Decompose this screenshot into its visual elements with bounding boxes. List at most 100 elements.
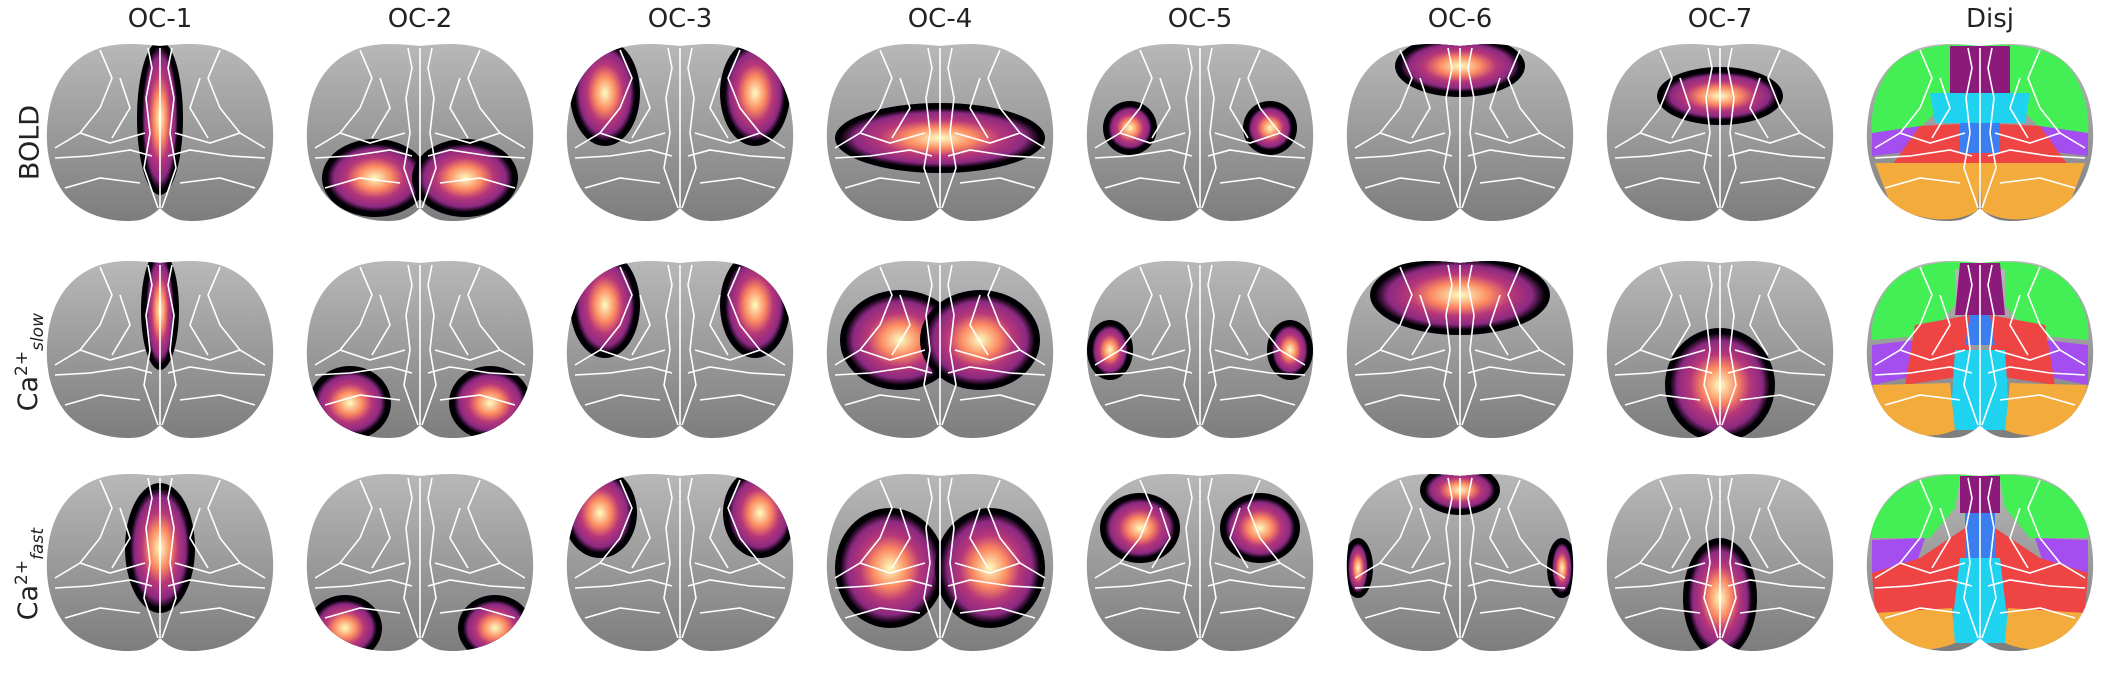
panel-bold-oc-5 <box>1080 38 1320 228</box>
brain-map-ca-fast-oc-2 <box>306 474 534 652</box>
area-borders <box>574 47 786 209</box>
panel-bold-oc-1 <box>40 38 280 228</box>
parcel-region <box>2005 608 2085 650</box>
parcel-region <box>1980 474 2089 538</box>
area-borders <box>1874 477 2086 639</box>
panel-ca-slow-oc-1 <box>40 255 280 445</box>
area-borders <box>1354 264 1566 426</box>
area-borders <box>1094 477 1306 639</box>
parcel-region <box>1980 123 2070 168</box>
brain-map-ca-fast-oc-1 <box>46 474 274 652</box>
parcel-region <box>1871 261 1980 340</box>
brain-map-ca-slow-oc-5 <box>1086 261 1314 439</box>
brain-map-bold-disj <box>1866 44 2094 222</box>
panel-bold-oc-2 <box>300 38 540 228</box>
activation-region <box>327 144 423 212</box>
area-borders <box>1614 47 1826 209</box>
column-title-oc-6: OC-6 <box>1427 4 1493 34</box>
panel-ca-slow-oc-4 <box>820 255 1060 445</box>
panel-ca-fast-oc-1 <box>40 468 280 658</box>
activation-region <box>1108 106 1152 150</box>
area-borders <box>314 477 526 639</box>
brain-map-ca-fast-disj <box>1866 474 2094 652</box>
area-borders <box>834 264 1046 426</box>
panel-ca-slow-oc-3 <box>560 255 800 445</box>
activation-region <box>1348 543 1368 593</box>
brain-map-bold-oc-2 <box>306 44 534 222</box>
brain-map-ca-slow-disj <box>1866 261 2094 439</box>
activation-region <box>725 45 785 141</box>
brain-map-ca-slow-oc-6 <box>1346 261 1574 439</box>
parcel-region <box>1980 163 2085 220</box>
panel-bold-oc-4 <box>820 38 1060 228</box>
parcel-region <box>1872 528 1965 613</box>
area-borders <box>834 477 1046 639</box>
panel-bold-oc-3 <box>560 38 800 228</box>
panel-ca-slow-disj <box>1860 255 2100 445</box>
parcel-region <box>1980 261 2089 340</box>
brain-map-bold-oc-7 <box>1606 44 1834 222</box>
area-borders <box>1874 47 2086 209</box>
panel-ca-slow-oc-2 <box>300 255 540 445</box>
column-title-oc-7: OC-7 <box>1687 4 1753 34</box>
panel-ca-fast-oc-4 <box>820 468 1060 658</box>
area-borders <box>1354 477 1566 639</box>
parcel-region <box>1871 474 1980 538</box>
area-borders <box>54 47 266 209</box>
panel-ca-slow-oc-7 <box>1600 255 1840 445</box>
brain-map-ca-slow-oc-4 <box>826 261 1054 439</box>
area-borders <box>1874 264 2086 426</box>
area-borders <box>1094 264 1306 426</box>
brain-map-ca-fast-oc-5 <box>1086 474 1314 652</box>
column-title-oc-1: OC-1 <box>127 4 193 34</box>
panel-bold-oc-6 <box>1340 38 1580 228</box>
activation-region <box>1225 498 1295 558</box>
brain-map-bold-oc-3 <box>566 44 794 222</box>
panel-bold-disj <box>1860 38 2100 228</box>
parcel-region <box>1872 383 1955 436</box>
activation-region <box>925 295 1035 385</box>
panel-ca-fast-oc-3 <box>560 468 800 658</box>
brain-map-ca-slow-oc-7 <box>1606 261 1834 439</box>
activation-region <box>1552 543 1572 593</box>
brain-map-bold-oc-6 <box>1346 44 1574 222</box>
area-borders <box>54 477 266 639</box>
column-title-oc-5: OC-5 <box>1167 4 1233 34</box>
area-borders <box>314 264 526 426</box>
panel-ca-slow-oc-6 <box>1340 255 1580 445</box>
brain-map-bold-oc-4 <box>826 44 1054 222</box>
panel-ca-fast-oc-2 <box>300 468 540 658</box>
row-label-ca-fast-sup: 2+ <box>11 559 32 585</box>
panel-bold-oc-7 <box>1600 38 1840 228</box>
activation-region <box>1272 325 1308 375</box>
parcel-region <box>1875 163 1980 220</box>
activation-region <box>725 261 785 353</box>
area-borders <box>1354 47 1566 209</box>
panel-ca-fast-oc-6 <box>1340 468 1580 658</box>
activation-region <box>314 371 386 435</box>
area-borders <box>574 477 786 639</box>
activation-region <box>454 371 526 435</box>
brain-map-ca-slow-oc-1 <box>46 261 274 439</box>
panel-ca-slow-oc-5 <box>1080 255 1320 445</box>
area-borders <box>1094 47 1306 209</box>
brain-map-ca-fast-oc-7 <box>1606 474 1834 652</box>
column-title-oc-2: OC-2 <box>387 4 453 34</box>
panel-ca-fast-disj <box>1860 468 2100 658</box>
activation-region <box>940 513 1040 623</box>
area-borders <box>574 264 786 426</box>
parcel-region <box>1871 44 1980 133</box>
panel-ca-fast-oc-5 <box>1080 468 1320 658</box>
brain-map-ca-slow-oc-3 <box>566 261 794 439</box>
parcel-region <box>2005 383 2088 436</box>
activation-region <box>840 513 940 623</box>
brain-map-ca-fast-oc-6 <box>1346 474 1574 652</box>
brain-map-bold-oc-5 <box>1086 44 1314 222</box>
activation-region <box>417 144 513 212</box>
area-borders <box>834 47 1046 209</box>
brain-map-ca-fast-oc-3 <box>566 474 794 652</box>
row-label-ca-slow-sup: 2+ <box>11 350 32 376</box>
parcel-region <box>1890 123 1980 168</box>
area-borders <box>1614 477 1826 639</box>
